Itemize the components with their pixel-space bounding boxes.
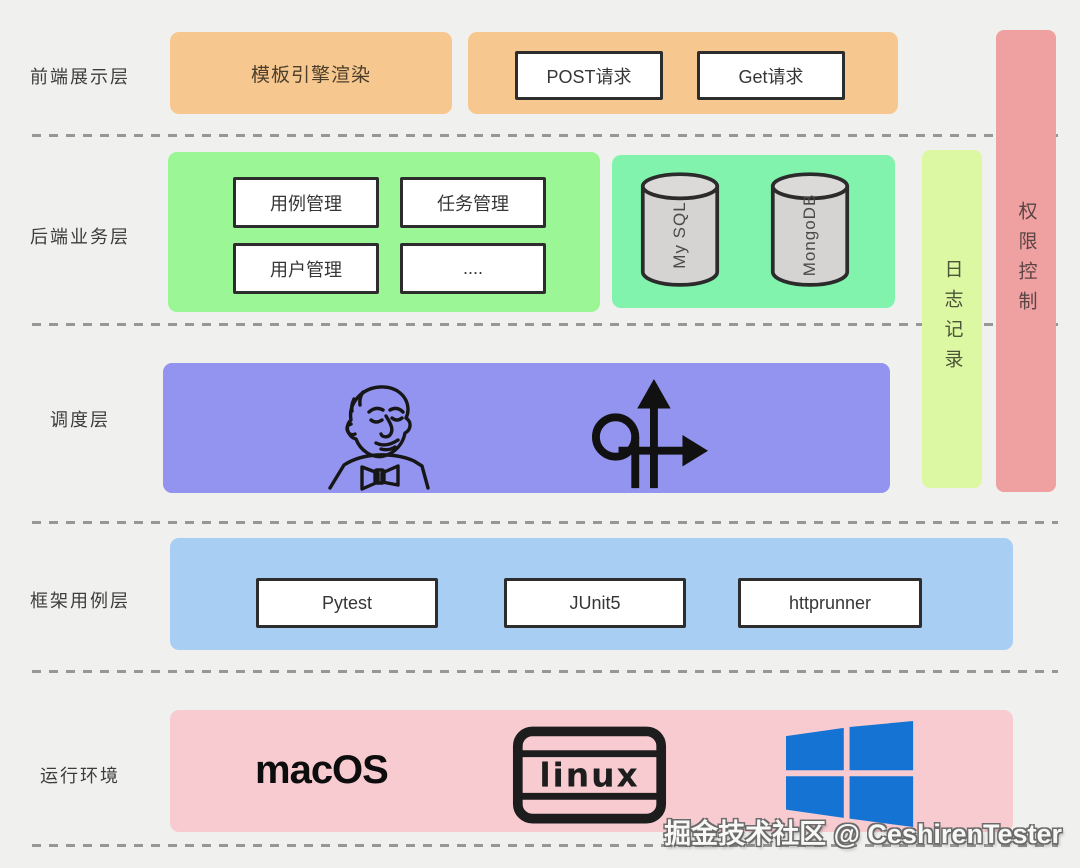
mongodb-cylinder-icon: MongoDB <box>770 169 850 291</box>
runtime-panel: macOS linux <box>170 710 1013 832</box>
layer-label-backend: 后端业务层 <box>30 227 130 247</box>
macos-wordmark: macOS <box>255 748 389 792</box>
separator-line-3 <box>32 521 1058 524</box>
user-management-box: 用户管理 <box>233 243 379 294</box>
layer-label-framework: 框架用例层 <box>30 591 130 611</box>
template-engine-label: 模板引擎渲染 <box>250 64 371 86</box>
log-record-bar: 日志记录 <box>922 150 982 488</box>
linux-text: linux <box>539 756 639 795</box>
layer-label-frontend: 前端展示层 <box>30 67 130 87</box>
jenkins-butler-icon <box>323 379 437 491</box>
database-panel: My SQL MongoDB <box>612 155 895 308</box>
httprunner-box: httprunner <box>738 578 922 628</box>
mongodb-label: MongoDB <box>800 193 819 277</box>
separator-line-2 <box>32 323 1058 326</box>
separator-line-1 <box>32 134 1058 137</box>
junit5-box: JUnit5 <box>504 578 686 628</box>
separator-line-5 <box>32 844 1058 847</box>
mysql-label: My SQL <box>670 201 689 269</box>
separator-line-4 <box>32 670 1058 673</box>
more-modules-box: .... <box>400 243 546 294</box>
layer-label-scheduler: 调度层 <box>50 410 110 430</box>
request-panel: POST请求 Get请求 <box>468 32 898 114</box>
log-record-label: 日志记录 <box>941 259 963 379</box>
post-request-box: POST请求 <box>515 51 663 100</box>
scheduler-panel <box>163 363 890 493</box>
template-engine-box: 模板引擎渲染 <box>170 32 452 114</box>
pipeline-arrows-icon <box>588 376 713 494</box>
layer-label-runtime: 运行环境 <box>40 766 120 786</box>
pytest-box: Pytest <box>256 578 438 628</box>
permission-control-label: 权限控制 <box>1015 201 1037 321</box>
framework-panel: Pytest JUnit5 httprunner <box>170 538 1013 650</box>
windows-flag-icon <box>786 721 916 827</box>
watermark-text: 掘金技术社区 @ CeshirenTester <box>664 819 1062 849</box>
get-request-box: Get请求 <box>697 51 845 100</box>
permission-control-bar: 权限控制 <box>996 30 1056 492</box>
case-management-box: 用例管理 <box>233 177 379 228</box>
task-management-box: 任务管理 <box>400 177 546 228</box>
mysql-cylinder-icon: My SQL <box>640 169 720 291</box>
linux-logo-icon: linux <box>512 723 667 827</box>
backend-modules-panel: 用例管理 任务管理 用户管理 .... <box>168 152 600 312</box>
